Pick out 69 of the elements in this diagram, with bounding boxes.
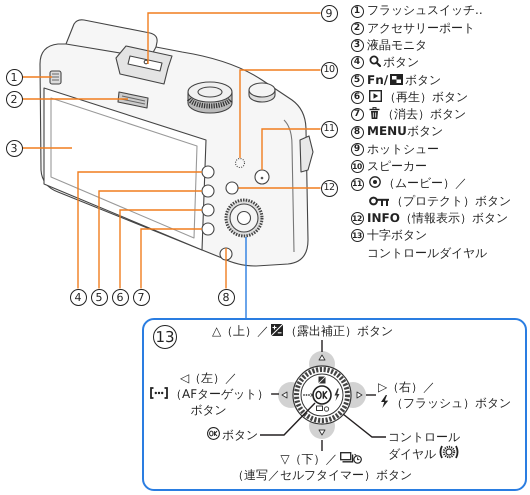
leader-line	[77, 171, 202, 288]
leader-line	[225, 248, 227, 288]
part-name: ボタン	[405, 72, 442, 87]
list-number: 5	[350, 74, 364, 87]
leader-line	[140, 228, 202, 288]
button-label: （フラッシュ）ボタン	[391, 396, 511, 410]
callout-number: 5	[90, 288, 108, 306]
list-number: 7	[350, 108, 364, 122]
callout-number: 7	[132, 288, 150, 306]
list-number: 6	[350, 91, 364, 104]
part-name: （プロテクト）ボタン	[391, 194, 511, 208]
part-name: INFO（情報表示）ボタン	[367, 210, 508, 227]
button-label: （AFターゲット）	[170, 387, 270, 401]
leader-line	[238, 187, 320, 189]
list-number: 2	[350, 22, 364, 35]
part-name: フラッシュスイッチ..	[367, 2, 483, 20]
callout-number: 10	[320, 62, 338, 78]
callout-number: 2	[6, 90, 22, 108]
part-name: 十字ボタン	[367, 227, 427, 244]
button-label: ▷（右）／	[378, 380, 436, 394]
inset-panel	[142, 318, 527, 491]
leader-line	[366, 394, 376, 396]
part-name: ボタン	[383, 55, 419, 70]
list-number: 4	[350, 56, 364, 70]
button-label: ボタン	[222, 428, 258, 442]
leader-line	[22, 147, 72, 149]
part-name: MENUボタン	[367, 123, 443, 140]
leader-line	[342, 413, 386, 438]
button-label: コントロール	[388, 430, 460, 444]
button-label: （露出補正）ボタン	[285, 324, 394, 338]
leader-line	[22, 98, 128, 100]
button-label: △（上）／	[212, 324, 270, 338]
leader-line	[245, 237, 247, 318]
callout-number: 3	[6, 140, 22, 156]
part-name: （再生）ボタン	[384, 90, 468, 104]
callout-number: 1	[6, 68, 22, 86]
part-name: 液晶モニタ	[367, 36, 427, 54]
leader-line	[119, 209, 202, 288]
callout-number: 12	[320, 180, 338, 196]
part-name: アクセサリーポート	[367, 20, 475, 37]
callout-number: 11	[320, 120, 338, 138]
callout-number: 9	[320, 4, 338, 22]
leader-line	[271, 393, 279, 395]
list-number: 8	[350, 126, 364, 139]
part-name: （消去）ボタン	[382, 107, 466, 122]
part-name: スピーカー	[367, 158, 427, 176]
callout-number: 13	[153, 325, 177, 349]
callout-number: 6	[112, 288, 128, 306]
part-name: Fn/	[367, 72, 388, 87]
button-label: ◁（左）／	[180, 371, 238, 385]
leader-line	[239, 69, 320, 158]
leader-line	[147, 12, 320, 64]
part-name: コントロールダイヤル	[367, 244, 487, 262]
list-number: 9	[350, 142, 364, 156]
leader-line	[98, 190, 202, 288]
leader-line	[321, 340, 323, 352]
button-label: ボタン	[190, 403, 227, 417]
list-number: 1	[350, 4, 364, 18]
button-label: ダイヤル	[388, 447, 436, 461]
leader-line	[22, 76, 52, 78]
part-name: （ムービー）／	[383, 176, 467, 190]
part-name: ホットシュー	[367, 140, 439, 158]
callout-number: 8	[218, 288, 234, 306]
callout-number: 4	[70, 288, 86, 306]
leader-line	[260, 402, 316, 436]
leader-line	[321, 440, 323, 451]
button-label: （連写／セルフタイマー）ボタン	[232, 468, 412, 482]
list-number: 3	[350, 39, 364, 52]
button-label: ▽（下）／	[280, 452, 338, 466]
